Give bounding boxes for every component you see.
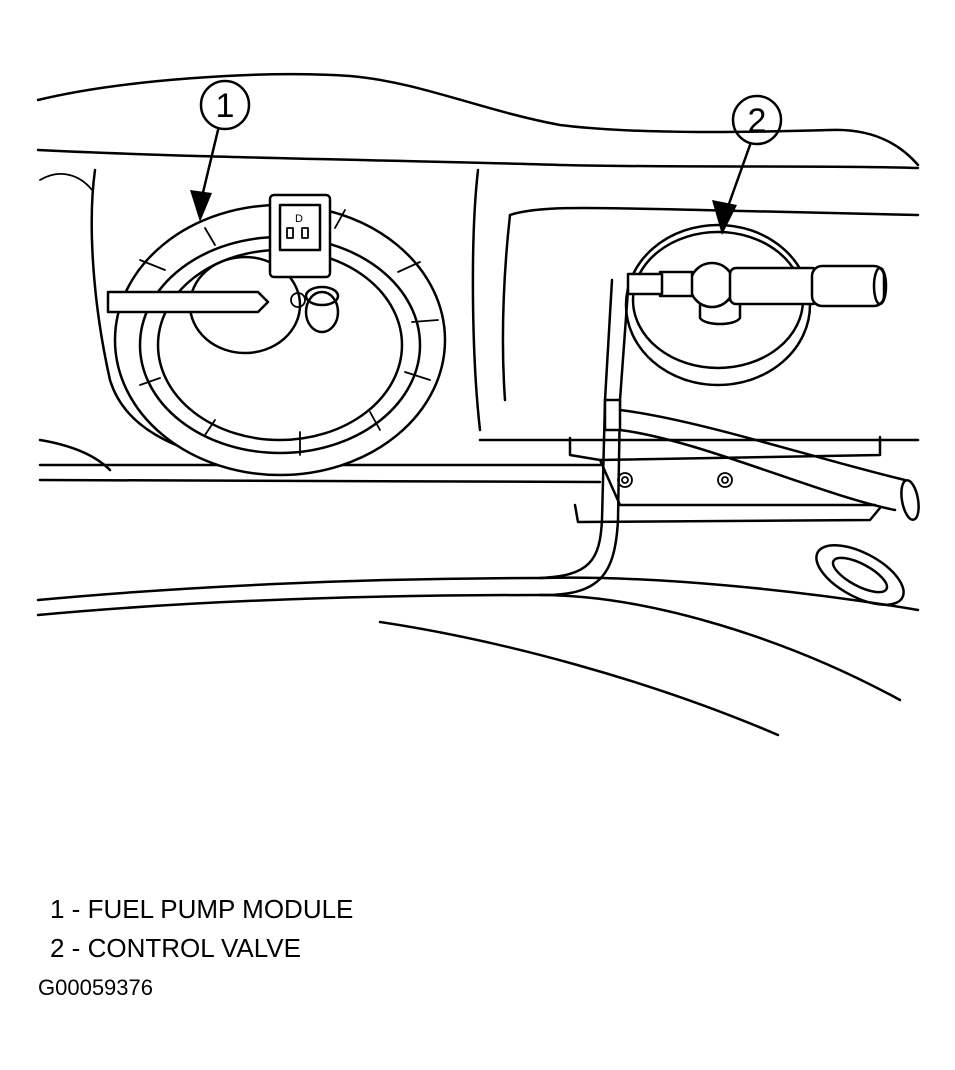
control-valve — [624, 223, 888, 387]
callout-1: 1 — [190, 79, 251, 222]
connector-mark: D — [295, 213, 303, 225]
callout-1-number: 1 — [216, 87, 235, 125]
fuel-system-diagram: D 1 2 — [36, 73, 920, 737]
vent-hoses — [538, 278, 920, 597]
oval-slot — [815, 543, 905, 607]
mounting-rail — [568, 435, 882, 524]
arrow-head-2 — [712, 200, 737, 235]
body-panel — [36, 73, 920, 737]
fuel-pump-module: D — [106, 193, 447, 477]
figure-id: G00059376 — [38, 975, 153, 1000]
callout-2-number: 2 — [748, 102, 767, 140]
callout-2: 2 — [712, 94, 783, 235]
legend-item-fuel-pump-module: 1 - FUEL PUMP MODULE — [50, 894, 354, 924]
legend-item-control-valve: 2 - CONTROL VALVE — [50, 933, 301, 963]
arrow-head-1 — [190, 190, 212, 222]
